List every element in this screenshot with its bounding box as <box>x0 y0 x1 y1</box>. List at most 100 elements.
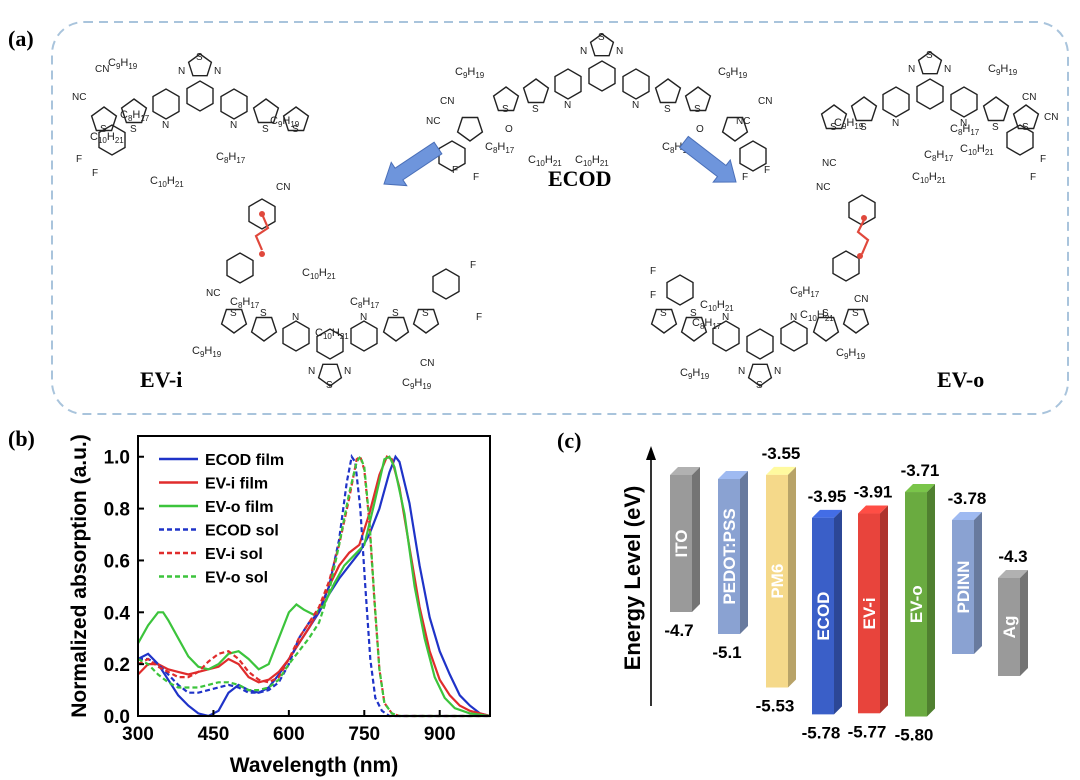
bar-side-face <box>788 466 796 688</box>
bar-side-face <box>740 471 748 634</box>
atom-s: S <box>690 308 697 319</box>
ring-5 <box>654 78 682 104</box>
series-line-ecod-sol <box>138 453 490 718</box>
label-c9h19: C9H19 <box>192 345 222 359</box>
label-evi: EV-i <box>140 367 182 392</box>
vinylene-linker <box>254 213 270 251</box>
ring-1 <box>850 96 878 122</box>
ring-2 <box>554 68 582 100</box>
legend-label: EV-i sol <box>205 546 263 563</box>
energy-axis-label: Energy Level (eV) <box>620 486 645 671</box>
ring-3 <box>916 78 944 110</box>
atom-n: N <box>722 312 729 323</box>
label-c10h21: C10H21 <box>150 175 184 189</box>
bar-bottom-value: -5.77 <box>848 722 887 741</box>
ring-4 <box>350 320 378 352</box>
atom-cn: CN <box>758 96 772 107</box>
plot-frame <box>137 435 491 717</box>
ring-1 <box>680 316 708 342</box>
bar-front-face <box>998 578 1020 676</box>
bar-front-face <box>905 492 927 717</box>
bar-name-label: EV-i <box>860 597 879 629</box>
bar-side-face <box>692 467 700 612</box>
atom-n: N <box>564 100 571 111</box>
y-tick-label: 0.6 <box>104 551 130 572</box>
label-c10h21: C10H21 <box>302 267 336 281</box>
legend-label: EV-i film <box>205 476 268 493</box>
ring-4 <box>622 68 650 100</box>
bar-top-face <box>858 505 888 514</box>
atom-nc: NC <box>816 182 830 193</box>
ring-0 <box>492 86 520 112</box>
thiadiazole-ring <box>917 51 943 75</box>
thiadiazole-ring <box>589 33 615 57</box>
ring-2 <box>152 88 180 120</box>
label-c9h19: C9H19 <box>836 347 866 361</box>
label-c10h21: C10H21 <box>315 327 349 341</box>
legend-label: EV-o sol <box>205 570 268 587</box>
ring-4 <box>950 86 978 118</box>
atom-s: S <box>262 124 269 135</box>
atom-f: F <box>92 168 98 179</box>
label-c8h17: C8H17 <box>950 123 980 137</box>
label-c9h19: C9H19 <box>402 377 432 391</box>
legend-label: ECOD sol <box>205 523 279 540</box>
atom-n: N <box>162 120 169 131</box>
atom-s: S <box>756 380 763 391</box>
ring-2 <box>712 320 740 352</box>
arrow-left-shape <box>383 141 443 187</box>
benzene-ring <box>438 140 466 172</box>
arrow-right-shape <box>679 135 737 183</box>
atom-s: S <box>326 380 333 391</box>
label-c9h19: C9H19 <box>455 66 485 80</box>
atom-f: F <box>476 312 482 323</box>
series-line-ev-i-sol <box>137 454 490 718</box>
ring-5 <box>382 316 410 342</box>
x-tick-label: 600 <box>273 724 305 745</box>
atom-cn: CN <box>276 182 290 193</box>
label-c8h17: C8H17 <box>350 296 380 310</box>
x-tick-label: 750 <box>348 724 380 745</box>
atom-s: S <box>532 104 539 115</box>
atom-s: S <box>392 308 399 319</box>
benzene-ring <box>739 140 767 172</box>
y-axis-label: Normalized absorption (a.u.) <box>68 434 91 718</box>
atom-s: S <box>852 308 859 319</box>
linker-point <box>259 211 265 217</box>
legend-label: ECOD film <box>205 452 284 469</box>
bar-side-face <box>927 484 935 717</box>
bar-top-face <box>998 570 1028 578</box>
structures-figure: SNNSSSSNNC9H19C9H19C8H17C8H17C10H21C10H2… <box>51 21 1069 415</box>
energy-bar-pedot-pss: PEDOT:PSS-5.1 <box>712 471 748 662</box>
label-c9h19: C9H19 <box>834 117 864 131</box>
label-c9h19: C9H19 <box>270 115 300 129</box>
atom-s: S <box>292 124 299 135</box>
atom-s: S <box>822 308 829 319</box>
atom-nc: NC <box>736 116 750 127</box>
bar-bottom-value: -4.7 <box>664 621 693 640</box>
x-tick-label: 450 <box>198 724 230 745</box>
energy-bar-ecod: ECOD-3.95-5.78 <box>802 487 847 743</box>
ring-5 <box>982 96 1010 122</box>
bar-name-label: ECOD <box>814 592 833 641</box>
ring-0 <box>650 308 678 334</box>
atom-s: S <box>196 52 203 63</box>
atom-f: F <box>1040 154 1046 165</box>
bar-bottom-value: -5.78 <box>802 723 841 742</box>
ring-0 <box>220 308 248 334</box>
thiadiazole-ring <box>187 53 213 77</box>
atom-n: N <box>632 100 639 111</box>
bar-name-label: Ag <box>1000 616 1019 639</box>
bar-top-value: -3.55 <box>762 444 801 463</box>
energy-bar-pdinn: PDINN-3.78 <box>948 489 986 654</box>
benzene-ring <box>666 274 694 306</box>
atom-n: N <box>178 66 185 77</box>
arrow-left <box>383 141 443 187</box>
atom-nc: NC <box>206 288 220 299</box>
label-c10h21: C10H21 <box>575 154 609 168</box>
bar-side-face <box>974 512 982 654</box>
bar-side-face <box>880 505 888 714</box>
energy-axis-arrowhead <box>646 446 656 460</box>
benzene-ring <box>1006 124 1034 156</box>
